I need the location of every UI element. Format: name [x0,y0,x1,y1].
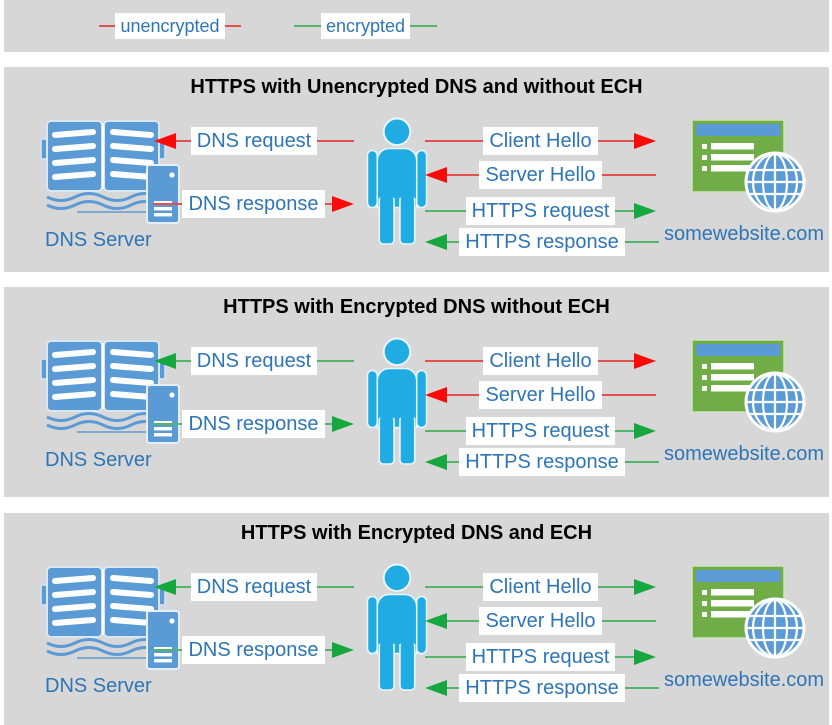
arrowhead-icon [634,203,656,219]
arrow-dns-request: DNS request [154,573,354,601]
arrow-label: Server Hello [479,161,602,189]
arrow-dns-response: DNS response [153,190,354,218]
panel-https-encrypted-dns-ech: HTTPS with Encrypted DNS and ECH [4,513,829,725]
website-label: somewebsite.com [663,223,825,245]
arrow-label: DNS request [190,127,318,155]
arrowhead-icon [425,680,447,696]
arrowhead-icon [634,579,656,595]
website-icon [690,339,808,435]
arrow-https-response: HTTPS response [425,674,659,702]
panel-https-encrypted-dns-no-ech: HTTPS with Encrypted DNS without ECH [4,287,829,497]
arrow-label: HTTPS request [465,417,616,445]
website-icon [690,119,808,215]
dns-server-label: DNS Server [45,229,152,251]
arrowhead-icon [634,133,656,149]
arrow-server-hello: Server Hello [425,607,656,635]
arrow-https-request: HTTPS request [425,417,656,445]
arrow-https-request: HTTPS request [425,643,656,671]
arrow-label: DNS request [190,573,318,601]
panel-title: HTTPS with Encrypted DNS and ECH [240,522,593,544]
legend-label: encrypted [320,13,411,39]
arrow-label: Client Hello [483,127,598,155]
person-icon [360,337,434,465]
person-icon [360,117,434,245]
legend-label: unencrypted [115,13,225,39]
arrow-label: DNS request [190,347,318,375]
arrow-label: HTTPS response [459,674,625,702]
website-icon [690,565,808,661]
arrowhead-icon [332,196,354,212]
arrow-https-response: HTTPS response [425,448,659,476]
arrow-label: HTTPS request [465,197,616,225]
arrow-label: Server Hello [479,381,602,409]
dns-server-label: DNS Server [45,675,152,697]
arrow-label: DNS response [182,636,325,664]
dns-server-icon [37,561,187,676]
arrowhead-icon [425,167,447,183]
panel-title: HTTPS with Encrypted DNS without ECH [223,296,610,318]
arrow-dns-request: DNS request [154,347,354,375]
arrow-server-hello: Server Hello [425,381,656,409]
arrow-dns-response: DNS response [153,410,354,438]
legend-item-encrypted: encrypted [294,13,437,39]
dns-server-label: DNS Server [45,449,152,471]
arrow-https-request: HTTPS request [425,197,656,225]
arrow-label: HTTPS response [459,448,625,476]
arrowhead-icon [634,649,656,665]
dns-server-icon [37,335,187,450]
arrowhead-icon [634,423,656,439]
arrowhead-icon [332,642,354,658]
arrow-label: HTTPS request [465,643,616,671]
arrowhead-icon [425,613,447,629]
website-label: somewebsite.com [663,669,825,691]
legend-bar: unencrypted encrypted [4,0,829,52]
arrow-client-hello: Client Hello [425,347,656,375]
arrow-label: DNS response [182,410,325,438]
legend-item-unencrypted: unencrypted [99,13,241,39]
arrow-dns-request: DNS request [154,127,354,155]
website-label: somewebsite.com [663,443,825,465]
arrowhead-icon [425,234,447,250]
arrow-label: Client Hello [483,347,598,375]
arrow-label: Client Hello [483,573,598,601]
panel-https-unencrypted-dns: HTTPS with Unencrypted DNS and without E… [4,67,829,272]
arrowhead-icon [154,579,176,595]
arrow-server-hello: Server Hello [425,161,656,189]
arrowhead-icon [154,353,176,369]
arrow-client-hello: Client Hello [425,127,656,155]
arrow-client-hello: Client Hello [425,573,656,601]
arrow-label: Server Hello [479,607,602,635]
arrowhead-icon [634,353,656,369]
arrowhead-icon [332,416,354,432]
arrowhead-icon [425,387,447,403]
arrow-dns-response: DNS response [153,636,354,664]
dns-server-icon [37,115,187,230]
arrowhead-icon [154,133,176,149]
person-icon [360,563,434,691]
arrow-label: HTTPS response [459,228,625,256]
panel-title: HTTPS with Unencrypted DNS and without E… [190,76,643,98]
arrow-https-response: HTTPS response [425,228,659,256]
arrowhead-icon [425,454,447,470]
arrow-label: DNS response [182,190,325,218]
